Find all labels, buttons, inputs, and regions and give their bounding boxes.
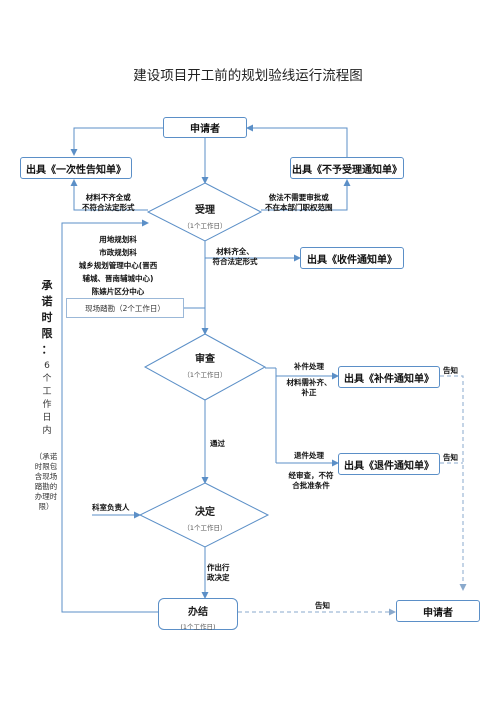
needs-fix-line1: 材料需补齐、 — [286, 378, 332, 387]
promise-char: 诺 — [41, 295, 53, 308]
days-char: 内 — [42, 426, 52, 436]
promise-char: ： — [41, 343, 53, 356]
incomplete-line2: 不符合法定形式 — [82, 203, 135, 212]
department-center: 城乡规划管理中心(晋西 — [78, 261, 158, 270]
promise-char: 时 — [41, 311, 53, 324]
connector-reject-applicant — [246, 124, 348, 157]
needs-fix-label: 材料需补齐、 补正 — [283, 378, 335, 398]
not-meet-label: 经审查，不符 合批准条件 — [283, 471, 339, 491]
accept-label: 受理 （1个工作日） — [170, 201, 240, 230]
note-line: 限） — [38, 502, 54, 511]
note-line: 办理时 — [34, 492, 58, 501]
return-box: 出具《退件通知单》 — [338, 453, 440, 475]
complete-box: 办结 (1个工作日) — [158, 598, 238, 631]
inform1-label: 告知 — [443, 366, 458, 375]
review-diamond — [143, 333, 267, 401]
notice-reject-box: 出具《不予受理通知单》 — [290, 157, 404, 179]
accept-duration: （1个工作日） — [183, 222, 227, 230]
departments-list: 用地规划科 市政规划科 城乡规划管理中心(晋西 辅城、晋南辅城中心) 陈婊片区分… — [68, 233, 168, 298]
incomplete-line1: 材料不齐全或 — [85, 193, 131, 202]
review-duration: （1个工作日） — [183, 371, 227, 379]
promise-time-label: 承 诺 时 限 ： — [32, 278, 62, 358]
make-decision-line2: 政决定 — [207, 573, 230, 582]
connector-left-loop — [61, 219, 158, 613]
note-line: 踏勘的 — [34, 482, 58, 491]
review-label: 审查 （1个工作日） — [170, 350, 240, 379]
supplement-handle-label: 补件处理 — [294, 362, 324, 371]
decide-label: 决定 （1个工作日） — [170, 503, 240, 532]
complete-material-line2: 符合法定形式 — [212, 257, 258, 266]
days-char: 个 — [42, 374, 52, 384]
site-survey-box: 现场踏勘（2个工作日） — [66, 298, 184, 318]
return-handle-label: 退件处理 — [294, 451, 324, 460]
not-approvable-line2: 不在本部门职权范围 — [265, 203, 333, 212]
passed-label: 通过 — [210, 439, 225, 448]
not-meet-line1: 经审查，不符 — [288, 471, 334, 480]
incomplete-label: 材料不齐全或 不符合法定形式 — [82, 193, 135, 213]
make-decision-line1: 作出行 — [207, 563, 230, 572]
decide-diamond — [138, 482, 270, 548]
notice-once-box: 出具《一次性告知单》 — [20, 157, 132, 179]
department-municipal: 市政规划科 — [99, 248, 137, 257]
not-approvable-line1: 依法不需要审批或 — [268, 193, 329, 202]
promise-char: 限 — [41, 327, 53, 340]
note-line: （承诺 — [34, 452, 58, 461]
receipt-box: 出具《收件通知单》 — [300, 247, 404, 269]
applicant-end-box: 申请者 — [396, 600, 480, 622]
days-char: 工 — [42, 387, 52, 397]
connector-notapprovable — [261, 179, 351, 211]
inform3-label: 告知 — [315, 601, 330, 610]
complete-material-label: 材料齐全、 符合法定形式 — [205, 247, 265, 267]
needs-fix-line2: 补正 — [301, 388, 317, 397]
promise-note: （承诺 时限包 含现场 踏勘的 办理时 限） — [26, 452, 66, 512]
days-char: 日 — [42, 413, 52, 423]
decide-title: 决定 — [195, 507, 215, 518]
make-decision-label: 作出行 政决定 — [207, 563, 230, 583]
not-approvable-label: 依法不需要审批或 不在本部门职权范围 — [265, 193, 333, 213]
not-meet-line2: 合批准条件 — [292, 481, 330, 490]
review-title: 审查 — [195, 354, 215, 365]
department-land: 用地规划科 — [99, 235, 137, 244]
complete-duration: (1个工作日) — [180, 623, 216, 631]
inform2-label: 告知 — [443, 453, 458, 462]
days-label: 6 个 工 作 日 内 — [38, 360, 56, 438]
page-title: 建设项目开工前的规划验线运行流程图 — [133, 68, 363, 84]
department-branch: 陈婊片区分中心 — [91, 287, 145, 296]
accept-diamond — [146, 182, 263, 242]
complete-material-line1: 材料齐全、 — [216, 247, 254, 256]
supplement-box: 出具《补件通知单》 — [338, 366, 440, 388]
note-line: 含现场 — [34, 472, 58, 481]
connector-topleft — [70, 127, 163, 156]
days-char: 6 — [44, 361, 50, 371]
section-head-label: 科室负责人 — [92, 503, 130, 512]
promise-char: 承 — [41, 279, 53, 292]
decide-duration: （1个工作日） — [183, 524, 227, 532]
connector-incomplete — [70, 179, 148, 211]
department-center-sub: 辅城、晋南辅城中心) — [82, 274, 154, 283]
accept-title: 受理 — [195, 205, 215, 216]
applicant-top-box: 申请者 — [163, 117, 247, 138]
days-char: 作 — [42, 400, 52, 410]
note-line: 时限包 — [34, 462, 58, 471]
complete-label: 办结 — [188, 607, 208, 618]
connector-inform1 — [440, 375, 467, 591]
